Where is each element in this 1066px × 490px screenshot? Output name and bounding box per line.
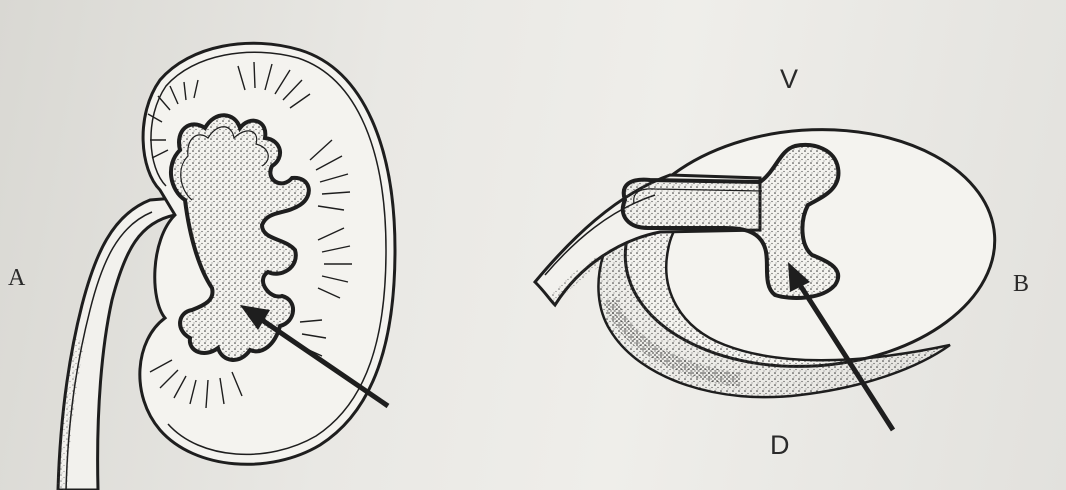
label-v: V bbox=[780, 66, 798, 93]
label-b: B bbox=[1013, 272, 1029, 296]
label-a: A bbox=[8, 266, 25, 290]
label-d: D bbox=[770, 432, 790, 459]
kidney-drawing bbox=[58, 43, 395, 490]
cross-section-drawing bbox=[535, 117, 1003, 430]
